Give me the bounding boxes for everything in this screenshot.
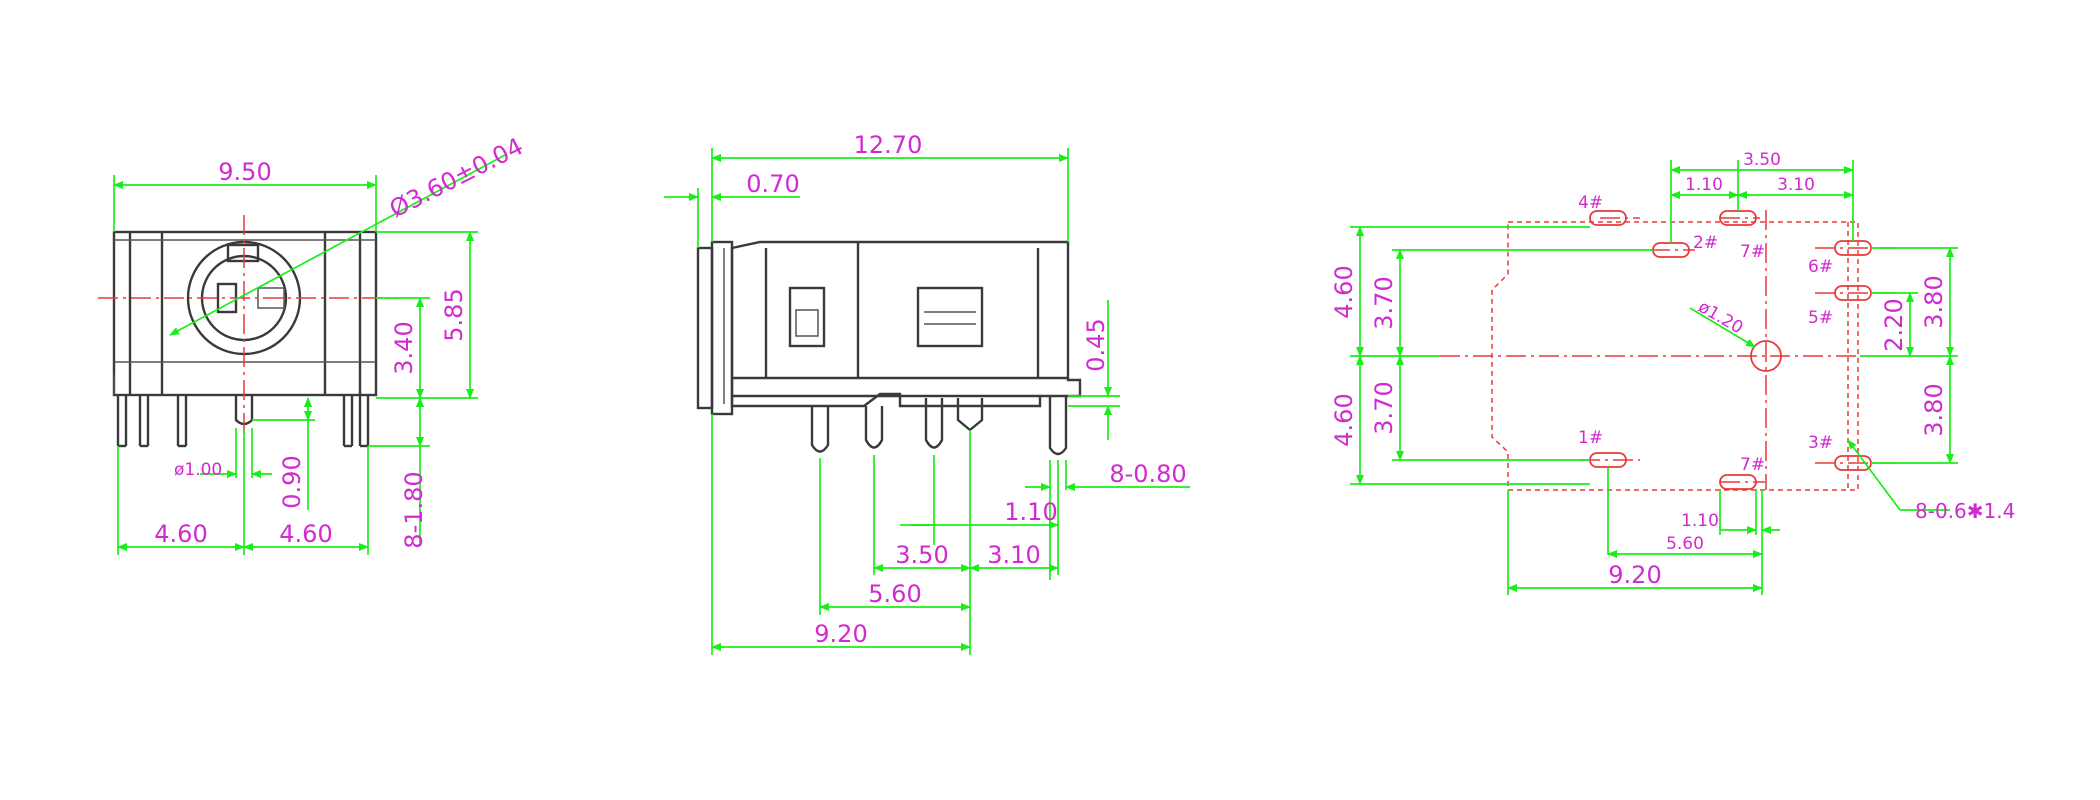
side-view: 12.70 0.70 0.45 8-0.80 1.10 3.50 3.10 5.… — [664, 131, 1190, 655]
pin-label-3: 3# — [1808, 433, 1833, 453]
side-dim-5-60-label: 5.60 — [868, 580, 921, 608]
pad-4 — [1589, 210, 1627, 226]
front-left-spacing-label: 4.60 — [154, 520, 207, 548]
front-width-label: 9.50 — [218, 158, 271, 186]
front-height-total-label: 5.85 — [440, 288, 468, 341]
fp-top-3-50-label: 3.50 — [1743, 150, 1781, 170]
fp-left-lower-3-70-label: 3.70 — [1370, 381, 1398, 434]
side-dim-1-10-label: 1.10 — [1004, 498, 1057, 526]
fp-left-lower-4-60-label: 4.60 — [1330, 393, 1358, 446]
front-pin-offset-label: 0.90 — [278, 455, 306, 508]
fp-bottom-1-10-label: 1.10 — [1681, 511, 1719, 531]
fp-slot-note-label: 8-0.6✱1.4 — [1915, 499, 2015, 523]
side-body-outline — [696, 240, 1082, 416]
fp-left-upper-4-60-label: 4.60 — [1330, 265, 1358, 318]
footprint-view: 3.50 1.10 3.10 4.60 3.70 4.60 3.70 2.20 … — [1330, 150, 2015, 595]
side-dim-3-50-label: 3.50 — [895, 541, 948, 569]
pin-label-5: 5# — [1808, 308, 1833, 328]
front-hole-dia-label: Ø3.60±0.04 — [385, 132, 528, 223]
fp-right-2-20-label: 2.20 — [1880, 298, 1908, 351]
fp-top-3-10-label: 3.10 — [1777, 175, 1815, 195]
side-dim-3-10-label: 3.10 — [987, 541, 1040, 569]
mounting-hole — [1750, 340, 1782, 372]
fp-bottom-5-60-label: 5.60 — [1666, 534, 1704, 554]
footprint-centerlines — [1440, 210, 1895, 490]
pin-label-2: 2# — [1693, 233, 1718, 253]
fp-right-upper-3-80-label: 3.80 — [1920, 275, 1948, 328]
pin-label-7-bottom: 7# — [1740, 455, 1765, 475]
front-pin-dia-label: ø1.00 — [174, 460, 222, 480]
fp-hole-dia-label: ø1.20 — [1695, 297, 1747, 338]
fp-left-upper-3-70-label: 3.70 — [1370, 276, 1398, 329]
pin-label-4: 4# — [1578, 193, 1603, 213]
fp-top-1-10-label: 1.10 — [1685, 175, 1723, 195]
front-height-center-label: 3.40 — [390, 321, 418, 374]
pin-label-1: 1# — [1578, 428, 1603, 448]
front-right-spacing-label: 4.60 — [279, 520, 332, 548]
front-pin-length-label: 8-1.80 — [400, 471, 428, 548]
side-dimensions — [664, 148, 1190, 655]
pin-label-7-top: 7# — [1740, 242, 1765, 262]
front-body-outline — [112, 230, 378, 397]
side-dim-9-20-label: 9.20 — [814, 620, 867, 648]
side-flange-label: 0.70 — [746, 170, 799, 198]
front-centerlines — [98, 215, 398, 440]
footprint-outline — [1491, 221, 1859, 491]
front-pins — [116, 395, 370, 448]
side-pins — [810, 396, 1068, 456]
fp-right-lower-3-80-label: 3.80 — [1920, 383, 1948, 436]
side-pin-width-label: 8-0.80 — [1109, 460, 1186, 488]
footprint-dimensions — [1350, 160, 1958, 595]
side-length-label: 12.70 — [854, 131, 923, 159]
front-dimensions — [113, 154, 506, 555]
pin-label-6: 6# — [1808, 257, 1833, 277]
pad-7-bottom — [1719, 474, 1757, 490]
front-view: 9.50 Ø3.60±0.04 5.85 3.40 8-1.80 0.90 ø1… — [98, 132, 528, 555]
fp-bottom-9-20-label: 9.20 — [1608, 561, 1661, 589]
side-standoff-label: 0.45 — [1082, 318, 1110, 371]
